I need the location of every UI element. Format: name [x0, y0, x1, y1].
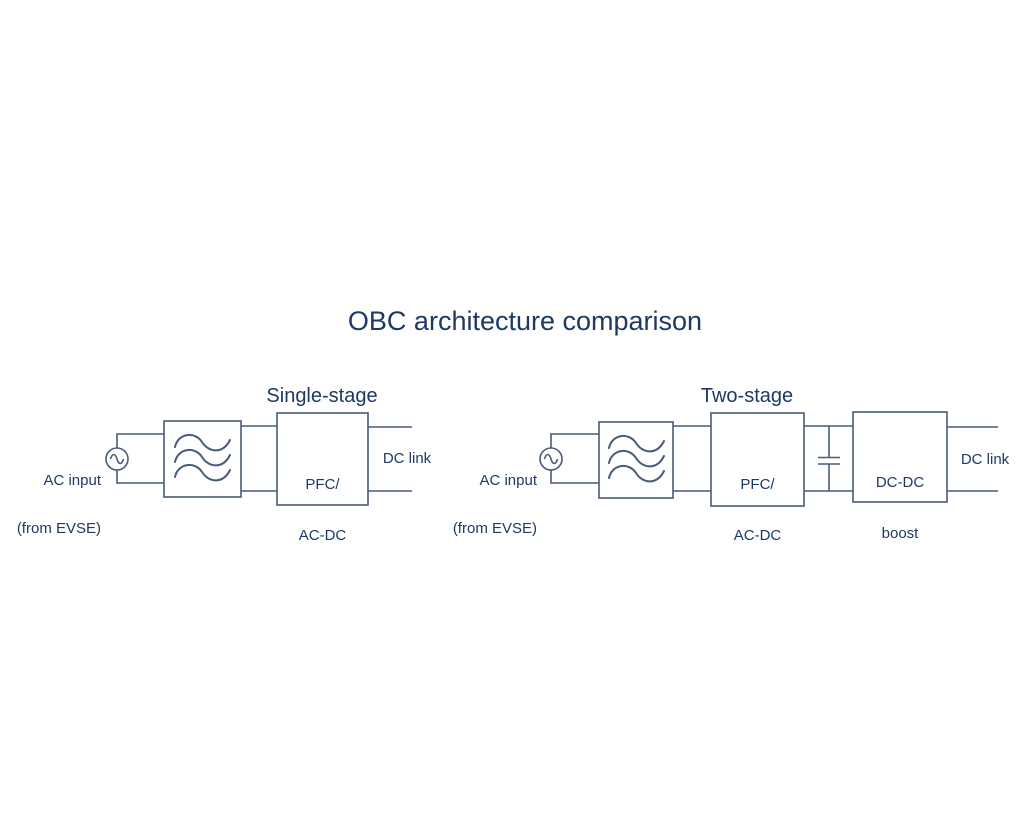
ac-input-line1: AC input — [479, 472, 537, 489]
capacitor-icon — [818, 426, 840, 491]
page-title: OBC architecture comparison — [347, 306, 703, 336]
two-stage-pfc-block-label: PFC/ AC-DC — [711, 442, 804, 578]
ac-input-line1: AC input — [43, 472, 101, 489]
pfc-label-line1: PFC/ — [740, 476, 775, 493]
boost-label-line1: DC-DC — [875, 474, 925, 491]
two-stage-title: Two-stage — [700, 385, 794, 407]
wire-ac-top — [116, 433, 164, 448]
pfc-label-line2: AC-DC — [733, 527, 782, 544]
emi-filter-icon — [608, 434, 665, 483]
pfc-label-line1: PFC/ — [305, 476, 340, 493]
emi-filter-box — [598, 421, 674, 499]
sine-glyph — [543, 453, 559, 465]
ac-input-line2: (from EVSE) — [452, 520, 537, 537]
pfc-label-line2: AC-DC — [298, 527, 347, 544]
dc-dc-boost-block-label: DC-DC boost — [853, 440, 947, 576]
ac-input-line2: (from EVSE) — [16, 520, 101, 537]
sine-glyph — [109, 453, 125, 465]
pfc-acdc-block — [710, 412, 805, 507]
two-stage-dc-link-label: DC link — [960, 451, 1010, 468]
emi-filter-box — [163, 420, 242, 498]
dc-dc-boost-block — [852, 411, 948, 503]
emi-filter-icon — [174, 433, 231, 482]
two-stage-circuit — [539, 411, 998, 507]
wire-ac-bottom — [116, 470, 164, 484]
two-stage-ac-input-label: AC input (from EVSE) — [436, 441, 537, 569]
single-stage-title: Single-stage — [266, 385, 378, 407]
single-stage-pfc-block-label: PFC/ AC-DC — [277, 442, 368, 578]
boost-label-line2: boost — [881, 525, 919, 542]
wire-ac-bottom — [550, 470, 599, 484]
single-stage-ac-input-label: AC input (from EVSE) — [0, 441, 101, 569]
single-stage-dc-link-label: DC link — [382, 450, 432, 467]
wire-ac-top — [550, 433, 599, 448]
pfc-acdc-block — [276, 412, 369, 506]
single-stage-circuit — [105, 412, 412, 506]
